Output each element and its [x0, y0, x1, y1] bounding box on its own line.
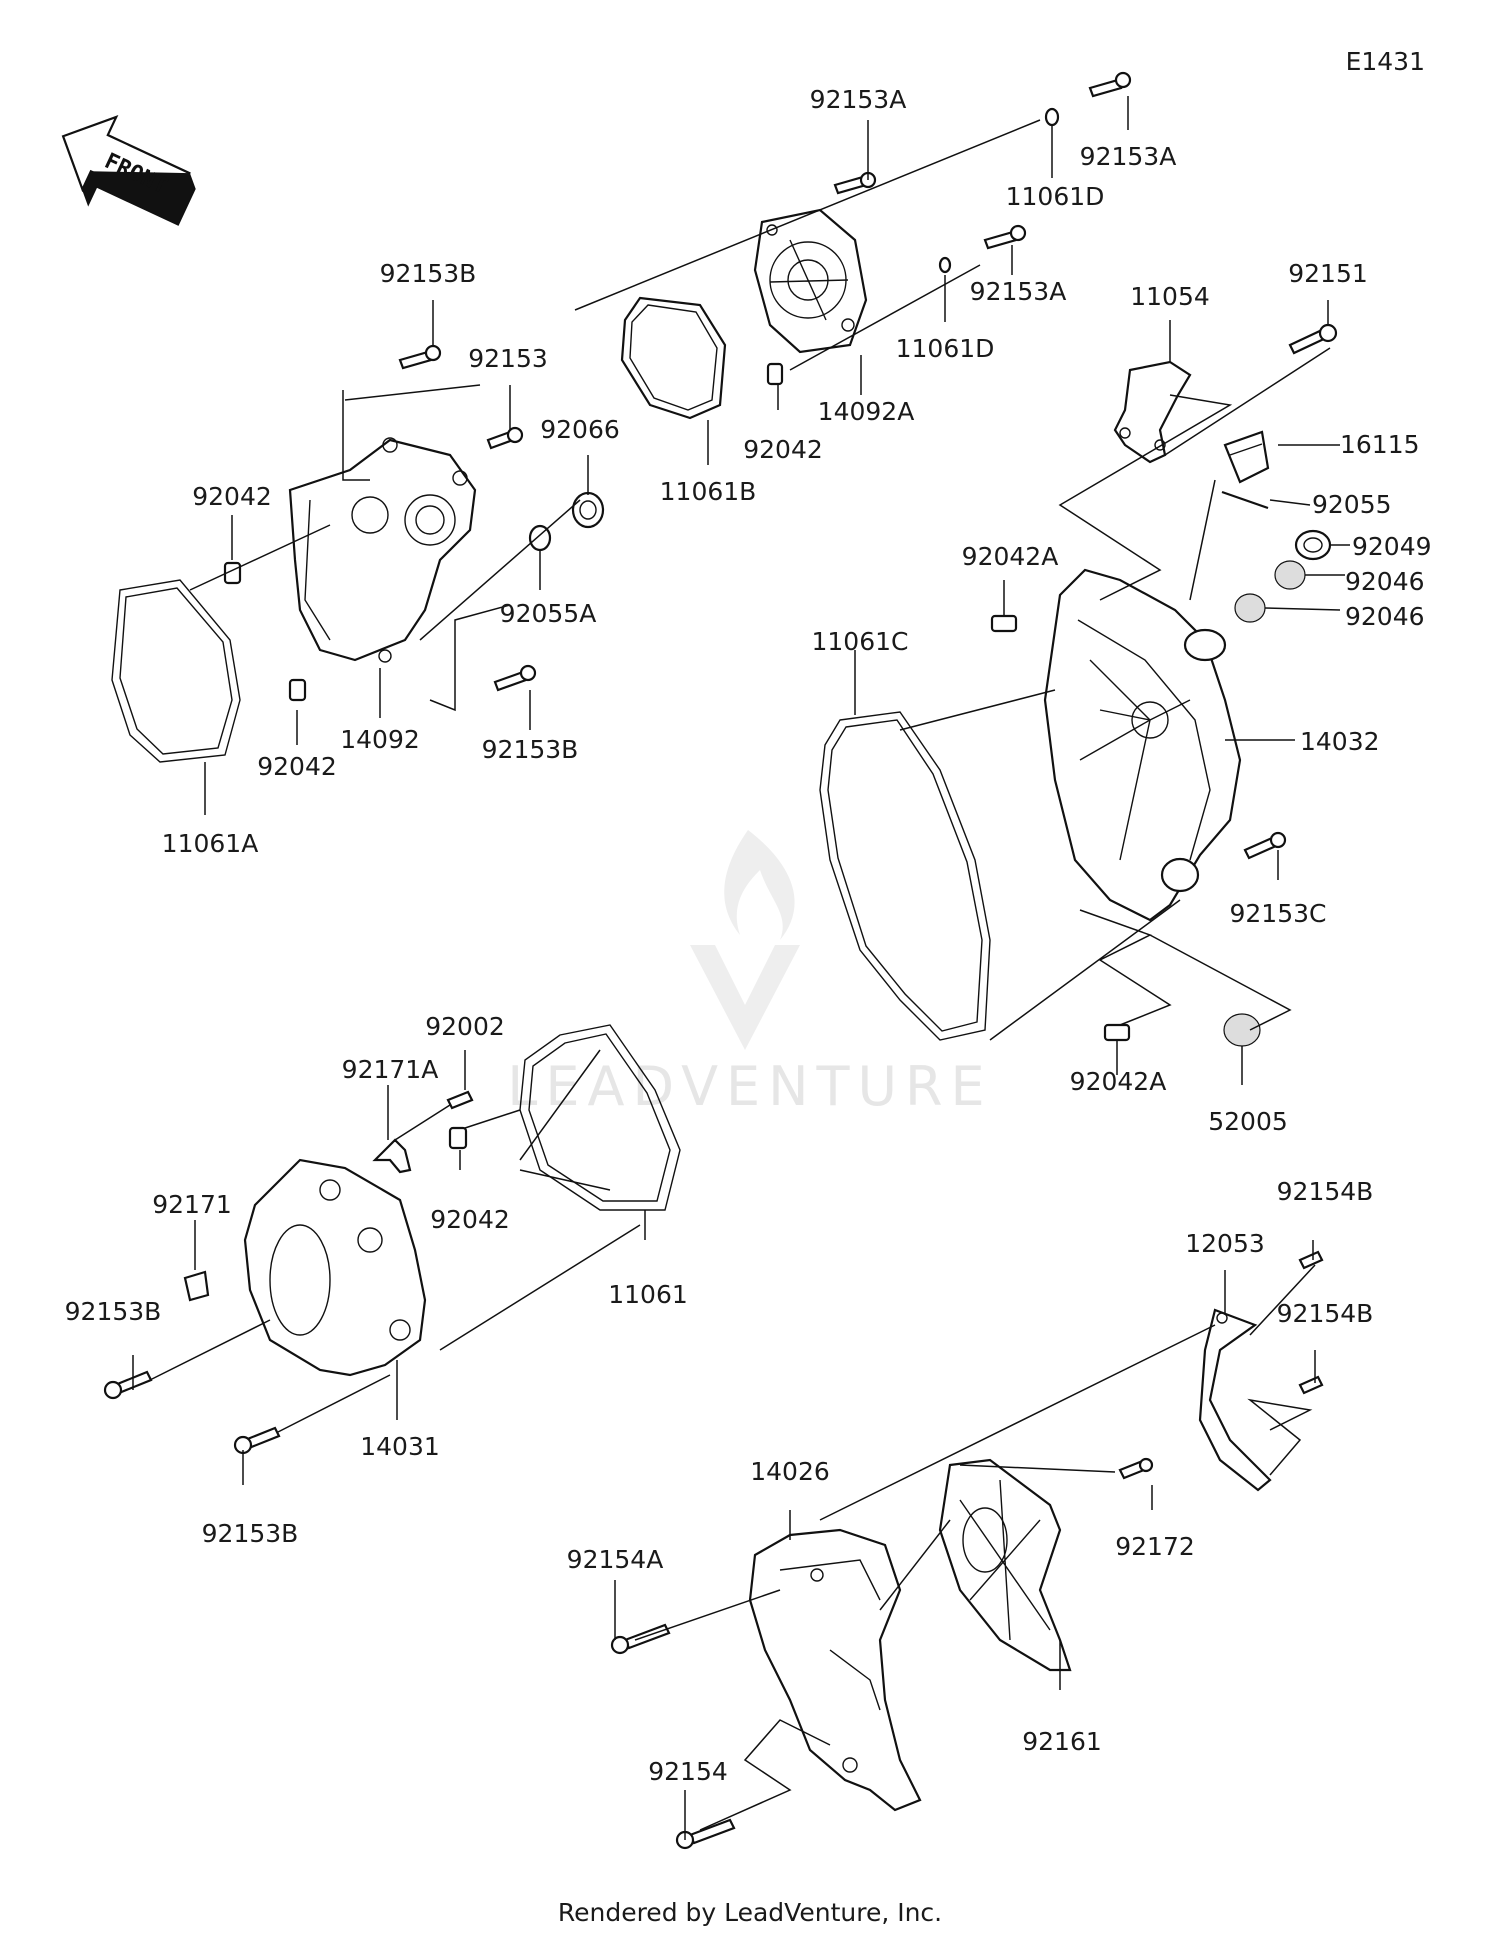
bolt-92154 — [675, 1818, 736, 1850]
bracket-12053 — [1198, 1308, 1272, 1492]
cover-14092A — [753, 208, 868, 354]
dowel-92042A-2 — [1103, 1023, 1131, 1042]
label-52005: 52005 — [1208, 1107, 1288, 1136]
label-92049: 92049 — [1352, 532, 1432, 561]
label-11061B: 11061B — [660, 477, 757, 506]
label-92042-a: 92042 — [743, 435, 823, 464]
label-92153: 92153 — [468, 344, 548, 373]
cover-92161 — [938, 1458, 1072, 1672]
label-92171A: 92171A — [342, 1055, 439, 1084]
label-92153B-1: 92153B — [380, 259, 477, 288]
label-92171: 92171 — [152, 1190, 232, 1219]
label-92153B-4: 92153B — [202, 1519, 299, 1548]
bracket-11054 — [1113, 360, 1192, 464]
dowel-92042-a — [766, 362, 784, 386]
label-92042-b: 92042 — [192, 482, 272, 511]
diagram-code: E1431 — [1346, 47, 1425, 76]
label-11061D-2: 11061D — [896, 334, 995, 363]
cover-14092 — [288, 437, 477, 663]
gasket-11061A — [111, 579, 241, 763]
label-92151: 92151 — [1288, 259, 1368, 288]
label-92172: 92172 — [1115, 1532, 1195, 1561]
label-16115: 16115 — [1340, 430, 1420, 459]
gasket-11061C — [819, 711, 991, 1041]
label-92055: 92055 — [1312, 490, 1392, 519]
label-92046-1: 92046 — [1345, 567, 1425, 596]
watermark: LEADVENTURE — [507, 830, 992, 1118]
bolt-92153 — [486, 426, 524, 450]
bolt-92153B-2 — [493, 664, 537, 692]
label-11061D-1: 11061D — [1006, 182, 1105, 211]
leader-lines — [132, 96, 1350, 1840]
label-92154B-1: 92154B — [1277, 1177, 1374, 1206]
dowel-92042A-1 — [990, 614, 1018, 633]
label-14026: 14026 — [750, 1457, 830, 1486]
cover-14031 — [243, 1158, 427, 1377]
label-92154B-2: 92154B — [1277, 1299, 1374, 1328]
bolt-92154B-2 — [1298, 1375, 1324, 1395]
bolt-92153C — [1243, 831, 1287, 860]
dowel-92042-c — [288, 678, 307, 702]
label-92153A-r2: 92153A — [970, 277, 1067, 306]
bolt-92153B-4 — [233, 1426, 281, 1455]
label-14092A: 14092A — [818, 397, 915, 426]
label-92055A: 92055A — [500, 599, 597, 628]
label-92153C: 92153C — [1230, 899, 1327, 928]
watermark-text: LEADVENTURE — [507, 1055, 992, 1118]
label-92042-c: 92042 — [257, 752, 337, 781]
bolt-92153B-1 — [398, 344, 442, 370]
label-92042A-2: 92042A — [1070, 1067, 1167, 1096]
gasket-11061 — [519, 1024, 681, 1211]
washer-92049 — [1294, 529, 1332, 561]
front-arrow-icon: FRONT — [61, 114, 196, 226]
label-14032: 14032 — [1300, 727, 1380, 756]
clamp-92171A — [372, 1138, 412, 1174]
bolt-92172 — [1118, 1457, 1154, 1480]
bolt-92153B-3 — [103, 1370, 153, 1400]
label-11061C: 11061C — [812, 627, 909, 656]
label-92042-d: 92042 — [430, 1205, 510, 1234]
label-92154A: 92154A — [567, 1545, 664, 1574]
part-labels: 92153A 92153A 11061D 92153A 11061D 14092… — [65, 85, 1432, 1786]
washer-11061D-2 — [938, 256, 952, 274]
plug-52005 — [1223, 1013, 1261, 1047]
label-92153A-top: 92153A — [810, 85, 907, 114]
bearing-92046-1 — [1274, 560, 1306, 590]
label-92046-2: 92046 — [1345, 602, 1425, 631]
bolt-92154A — [610, 1623, 671, 1655]
bearing-92046-2 — [1234, 593, 1266, 623]
bolt-92153A-r1 — [1088, 71, 1132, 98]
bolt-92154B-1 — [1298, 1250, 1324, 1270]
label-92161: 92161 — [1022, 1727, 1102, 1756]
label-92002: 92002 — [425, 1012, 505, 1041]
label-14031: 14031 — [360, 1432, 440, 1461]
label-12053: 12053 — [1185, 1229, 1265, 1258]
label-14092: 14092 — [340, 725, 420, 754]
seal-92066 — [571, 491, 605, 529]
dowel-92042-d — [448, 1126, 468, 1150]
label-92153B-3: 92153B — [65, 1297, 162, 1326]
gasket-11061B — [620, 296, 727, 420]
label-92153A-r1: 92153A — [1080, 142, 1177, 171]
clutch-cover-14032 — [1043, 568, 1242, 922]
label-11061: 11061 — [608, 1280, 688, 1309]
oring-92055 — [1221, 490, 1269, 510]
plug-16115 — [1223, 430, 1270, 484]
label-92042A-1: 92042A — [962, 542, 1059, 571]
clamp-92171 — [183, 1270, 210, 1302]
bolt-92002 — [446, 1090, 474, 1110]
label-92154: 92154 — [648, 1757, 728, 1786]
bolt-92151 — [1288, 323, 1338, 355]
guard-14026 — [748, 1528, 922, 1812]
bolt-92153A-r2 — [983, 224, 1027, 250]
label-11061A: 11061A — [162, 829, 259, 858]
label-11054: 11054 — [1130, 282, 1210, 311]
washer-11061D-1 — [1044, 107, 1060, 127]
label-92153B-2: 92153B — [482, 735, 579, 764]
label-92066: 92066 — [540, 415, 620, 444]
footer-credit: Rendered by LeadVenture, Inc. — [557, 1898, 943, 1927]
